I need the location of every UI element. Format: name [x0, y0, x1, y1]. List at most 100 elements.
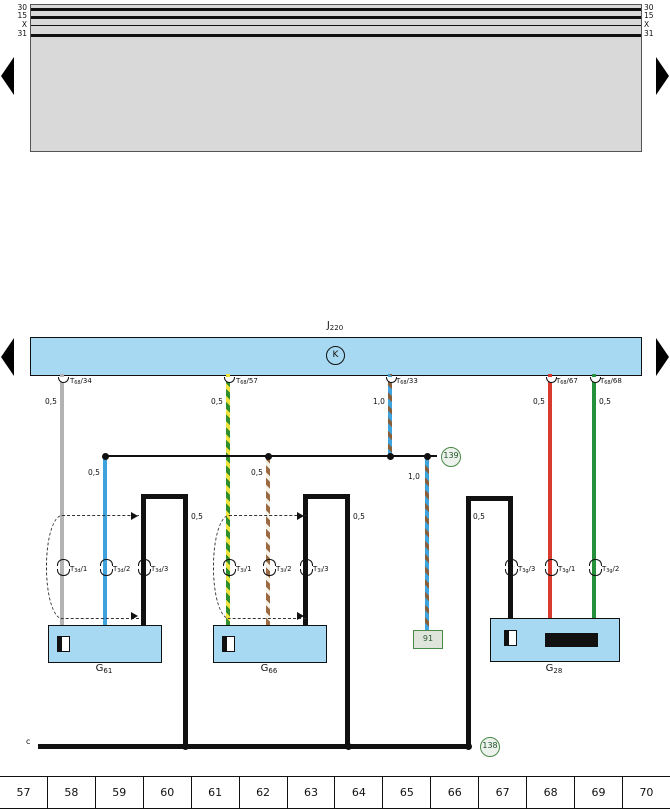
label-subscript: 68 [400, 380, 407, 387]
wiring-reference-138: 138 [480, 737, 500, 757]
track-number-cell: 68 [527, 777, 576, 808]
track-number-cell: 70 [639, 786, 654, 799]
junction-dot [264, 452, 272, 460]
wiring-reference-139: 139 [441, 447, 461, 467]
sensor-element-bar [545, 633, 598, 647]
ground-drop-g61 [183, 494, 188, 748]
track-number-cell: 61 [192, 777, 240, 808]
terminal-socket-icon [385, 377, 397, 383]
label-subscript: 68 [604, 380, 611, 387]
junction-dot [181, 742, 189, 750]
terminal-label: T68/67 [556, 378, 578, 386]
component-label-g61: G61 [84, 664, 124, 675]
continuation-arrow-left-mid-icon [1, 338, 14, 376]
ground-connection-91: 91 [413, 630, 443, 649]
cable-shield-outline-g61 [46, 515, 139, 619]
label-suffix: /1 [568, 565, 576, 573]
inline-connector-icon [504, 559, 518, 566]
label-suffix: /2 [284, 565, 292, 573]
label-suffix: /3 [528, 565, 536, 573]
bus-panel [30, 4, 642, 152]
track-number-strip: 57 58 59 60 61 62 63 64 65 66 67 68 69 7… [0, 776, 670, 809]
ground-drop-g66 [345, 494, 350, 748]
inline-connector-icon [262, 559, 276, 566]
junction-dot [344, 742, 352, 750]
label-suffix: /3 [321, 565, 329, 573]
wire-blue-brown-to-91 [425, 456, 429, 630]
terminal-socket-icon [57, 377, 69, 383]
bus-label-x-left: X [21, 19, 27, 29]
wire-gauge-label: 0,5 [88, 468, 100, 477]
connector-label: T3i/3 [313, 566, 329, 574]
connector-label: T3d/2 [113, 566, 130, 574]
label-prefix: G [95, 663, 104, 674]
label-prefix: G [545, 663, 554, 674]
label-prefix: T [151, 565, 156, 573]
ground-link-g66 [303, 494, 350, 499]
connector-label: T3i/1 [236, 566, 252, 574]
label-subscript: 3g [522, 568, 529, 575]
label-suffix: /1 [244, 565, 252, 573]
bus-label-31-right: 31 [644, 29, 654, 38]
ground-link-g61 [141, 494, 188, 499]
inline-connector-icon [137, 559, 151, 566]
label-subscript: 3d [74, 568, 81, 575]
inline-connector-icon [99, 559, 113, 566]
bus-label-15-left: 15 [17, 11, 27, 20]
label-subscript: 220 [329, 323, 344, 332]
track-number-cell: 59 [96, 777, 144, 808]
label-prefix: T [600, 377, 605, 385]
junction-dot [386, 452, 394, 460]
label-suffix: /57 [246, 377, 258, 385]
sensor-element-mark [223, 637, 227, 651]
component-label-g28: G28 [534, 664, 574, 675]
label-prefix: T [236, 565, 241, 573]
ground-rail-label: c [26, 737, 31, 746]
track-number-cell: 58 [48, 777, 96, 808]
junction-dot [423, 452, 431, 460]
ground-drop-g28 [466, 496, 471, 748]
connector-label: T3d/1 [70, 566, 87, 574]
label-prefix: T [556, 377, 561, 385]
label-prefix: T [558, 565, 563, 573]
label-subscript: 3g [606, 568, 613, 575]
track-number-cell: 65 [383, 777, 432, 808]
terminal-31-line [31, 34, 641, 37]
connector-label: T3d/3 [151, 566, 168, 574]
sensor-element-icon [57, 636, 70, 652]
terminal-label: T68/33 [396, 378, 418, 386]
continuation-arrow-right-top-icon [656, 57, 669, 95]
sensor-element-mark [505, 631, 509, 645]
connector-label: T3g/1 [558, 566, 575, 574]
terminal-socket-icon [223, 377, 235, 383]
wire-gauge-label: 1,0 [373, 397, 385, 406]
connector-label: T3g/3 [518, 566, 535, 574]
label-subscript: 3d [117, 568, 124, 575]
label-prefix: T [70, 565, 75, 573]
label-suffix: /1 [80, 565, 88, 573]
label-suffix: /33 [406, 377, 418, 385]
inline-connector-icon [299, 559, 313, 566]
label-subscript: 28 [553, 666, 563, 675]
label-subscript: 3d [155, 568, 162, 575]
wire-t68-57-green-yellow [226, 374, 230, 625]
label-prefix: T [113, 565, 118, 573]
ground-rail [38, 744, 470, 749]
label-subscript: 3i [240, 568, 245, 575]
label-prefix: J [326, 320, 330, 331]
label-suffix: /2 [123, 565, 131, 573]
label-subscript: 61 [103, 666, 113, 675]
shield-arrow-icon [297, 512, 304, 520]
terminal-30-line [31, 8, 641, 11]
junction-dot [101, 452, 109, 460]
connector-label: T3g/2 [602, 566, 619, 574]
label-prefix: T [236, 377, 241, 385]
track-number-cell: 62 [240, 777, 288, 808]
bus-label-30-right: 30 [644, 3, 654, 12]
wire-gauge-label: 0,5 [599, 397, 611, 406]
terminal-label: T68/57 [236, 378, 258, 386]
bus-label-31-left: 31 [17, 29, 27, 38]
inline-connector-icon [56, 559, 70, 566]
component-label-g66: G66 [249, 664, 289, 675]
terminal-socket-icon [545, 377, 557, 383]
